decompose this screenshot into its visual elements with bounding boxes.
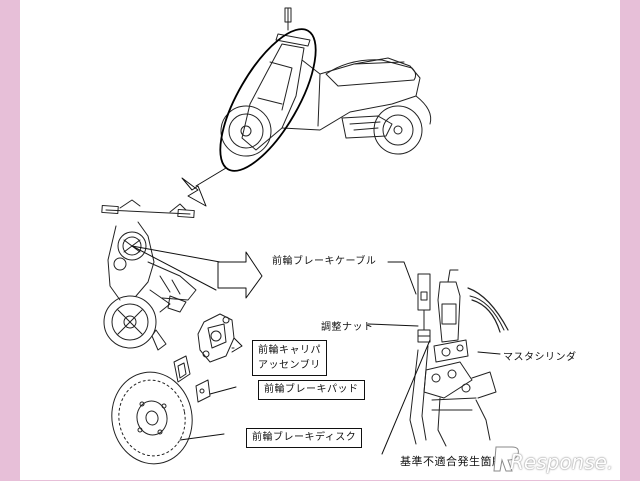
nonconformity-location-label: 基準不適合発生箇所 — [400, 455, 504, 468]
caliper-assembly-label: 前輪キャリパ アッセンブリ — [252, 340, 327, 376]
watermark-text: Response. — [510, 450, 614, 474]
brake-disc-part — [111, 371, 193, 465]
caliper-label-line2: アッセンブリ — [258, 360, 321, 371]
diagram-sheet: 前輪キャリパ アッセンブリ 前輪ブレーキパッド 前輪ブレーキディスク 前輪ブレー… — [20, 0, 620, 480]
detail-arrow — [217, 251, 263, 299]
brake-disc-label: 前輪ブレーキディスク — [246, 428, 363, 448]
front-end-detail — [101, 199, 197, 351]
scooter-side-view — [220, 7, 432, 157]
caliper-assembly-part — [197, 313, 235, 363]
brake-cable-label: 前輪ブレーキケーブル — [272, 256, 377, 267]
front-section-highlight — [219, 28, 317, 172]
brake-pad-part — [173, 355, 211, 403]
caliper-label-line1: 前輪キャリパ — [258, 345, 321, 356]
brake-pad-label: 前輪ブレーキパッド — [258, 380, 365, 400]
response-logo-icon — [493, 446, 519, 472]
adjust-nut-label: 調整ナット — [321, 322, 374, 333]
master-cylinder-label: マスタシリンダ — [503, 352, 577, 363]
master-cylinder-detail — [409, 269, 509, 447]
zoom-arrow — [181, 177, 207, 207]
response-watermark: Response. — [490, 441, 620, 477]
recall-diagram-drawing — [101, 7, 509, 465]
